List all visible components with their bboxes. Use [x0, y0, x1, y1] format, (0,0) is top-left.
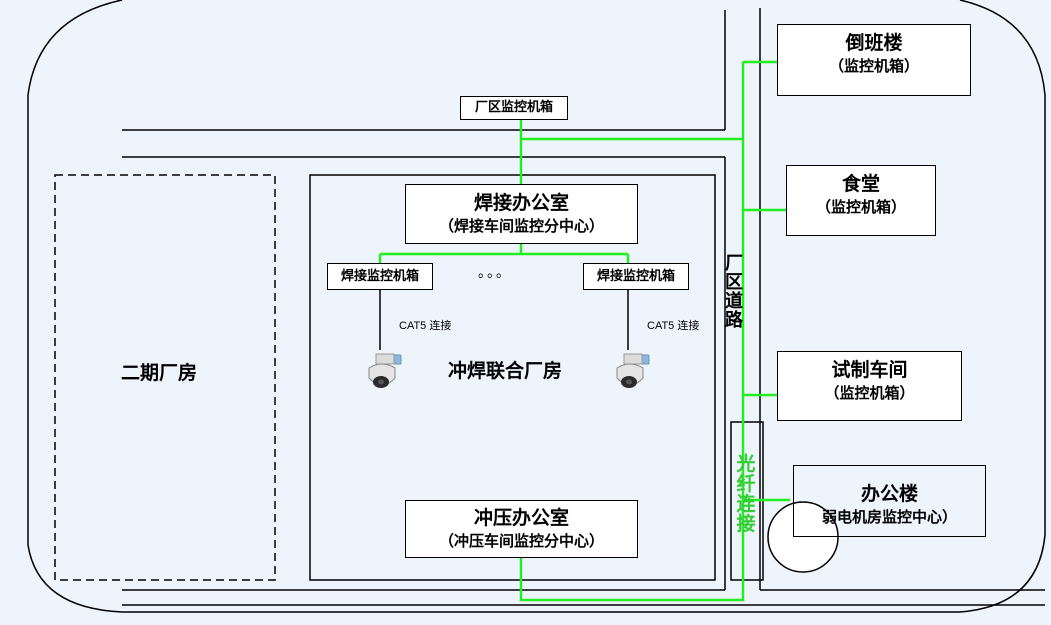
shift-building-box: 倒班楼 （监控机箱）	[777, 24, 971, 96]
ellipsis: 。。。	[478, 265, 512, 281]
factory-monitor-box: 厂区监控机箱	[460, 96, 568, 120]
office-building-box: 办公楼 弱电机房监控中心）	[793, 465, 986, 537]
cat5-label-right: CAT5 连接	[647, 320, 700, 332]
welding-office-box: 焊接办公室 （焊接车间监控分中心）	[405, 184, 638, 244]
trial-workshop-box: 试制车间 （监控机箱）	[777, 351, 962, 421]
fiber-backbone	[519, 62, 745, 602]
shift-building-subtitle: （监控机箱）	[828, 57, 919, 75]
stamping-office-title: 冲压办公室	[473, 507, 569, 529]
stamping-office-subtitle: （冲压车间监控分中心）	[438, 532, 604, 550]
office-building-title: 办公楼	[860, 483, 918, 505]
phase2-plant-label: 二期厂房	[121, 362, 198, 384]
dome-camera-icon	[368, 353, 402, 388]
welding-box-left: 焊接监控机箱	[327, 263, 433, 290]
stamping-office-box: 冲压办公室 （冲压车间监控分中心）	[405, 500, 638, 558]
canteen-box: 食堂 （监控机箱）	[786, 165, 936, 236]
canteen-subtitle: （监控机箱）	[815, 198, 906, 216]
site-boundary	[27, 0, 1046, 613]
cat5-label-left: CAT5 连接	[399, 320, 452, 332]
welding-office-subtitle: （焊接车间监控分中心）	[438, 217, 604, 235]
factory-road-label: 厂区道路	[725, 253, 743, 331]
fiber-connection-label: 光纤连接	[736, 453, 756, 535]
welding-office-title: 焊接办公室	[473, 192, 569, 214]
office-circle	[767, 501, 839, 573]
phase2-plant-outline	[54, 174, 276, 581]
dome-camera-icon	[616, 353, 650, 388]
office-building-subtitle: 弱电机房监控中心）	[821, 508, 957, 526]
trial-workshop-title: 试制车间	[831, 359, 908, 381]
shift-building-title: 倒班楼	[845, 32, 903, 54]
canteen-title: 食堂	[841, 173, 880, 195]
welding-box-right: 焊接监控机箱	[583, 263, 689, 290]
main-plant-outline	[309, 174, 716, 581]
trial-workshop-subtitle: （监控机箱）	[824, 384, 915, 402]
main-plant-label: 冲焊联合厂房	[448, 360, 563, 382]
